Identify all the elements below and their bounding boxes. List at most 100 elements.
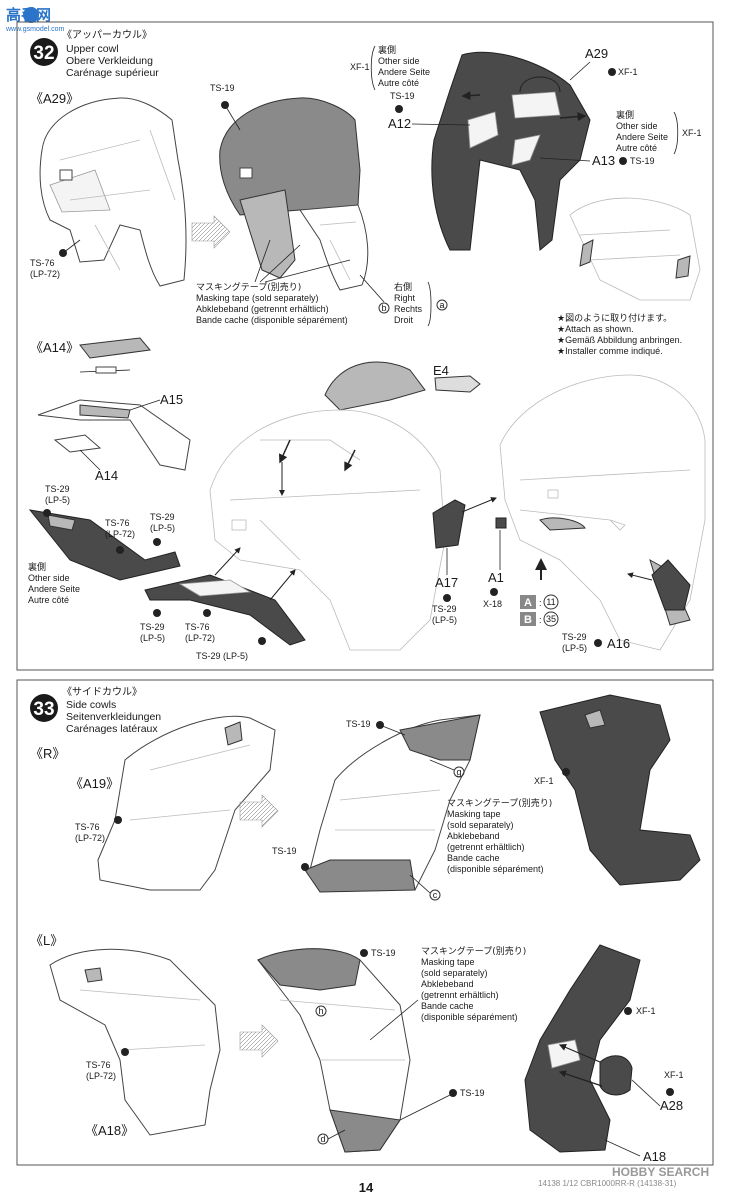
paint-lp72-l: (LP-72) <box>86 1071 116 1081</box>
reference-a-11: A : 11 <box>520 594 559 610</box>
other-side-1-de: Andere Seite <box>378 67 430 77</box>
masking-l-en2: (sold separately) <box>421 968 488 978</box>
step32-title-jp: 《アッパーカウル》 <box>62 29 152 41</box>
paint-ts19-r-top: TS-19 <box>346 719 371 729</box>
side-cowl-right-inner <box>539 694 701 886</box>
step32-title-en: Upper cowl <box>66 43 119 55</box>
upper-cowl-painted <box>219 97 369 291</box>
masking-r-en2: (sold separately) <box>447 820 514 830</box>
reference-b-35: B : 35 <box>520 611 559 627</box>
letter-a: a <box>439 300 444 310</box>
ghost-fairing-top <box>569 197 701 301</box>
part-label-a29: A29 <box>585 46 608 61</box>
part-label-a13: A13 <box>592 153 615 168</box>
paint-xf1-b: XF-1 <box>618 67 638 77</box>
right-de: Rechts <box>394 304 423 314</box>
masking-r-en1: Masking tape <box>447 809 501 819</box>
part-label-a12: A12 <box>388 116 411 131</box>
step32-frame <box>16 21 714 671</box>
right-jp: 右側 <box>394 281 412 293</box>
other-side-note-2: 裏側 Other side Andere Seite Autre côté XF… <box>616 109 702 155</box>
logo-url: www.gsmodel.com <box>5 26 65 33</box>
part-label-a1: A1 <box>488 570 504 585</box>
other-side-2-de: Andere Seite <box>616 132 668 142</box>
step32-title-de: Obere Verkleidung <box>66 55 153 67</box>
masking-r-de1: Abklebeband <box>447 831 500 841</box>
paint-lp5-b: (LP-5) <box>150 523 175 533</box>
masking-l-fr1: Bande cache <box>421 1001 474 1011</box>
masking-jp: マスキングテープ(別売り) <box>196 281 301 293</box>
side-cowl-left-painted <box>257 948 411 1153</box>
step32-title-fr: Carénage supérieur <box>66 67 159 79</box>
paint-ts19-a12: TS-19 <box>390 91 415 101</box>
other-side-1-en: Other side <box>378 56 420 66</box>
watermark: HOBBY SEARCH <box>612 1165 709 1179</box>
paint-ts19-l-top: TS-19 <box>371 948 396 958</box>
a1-part <box>495 517 507 529</box>
part-label-a14-group: 《A14》 <box>30 340 79 355</box>
paint-ts29-a: TS-29 <box>45 484 70 494</box>
part-label-e4: E4 <box>433 363 449 378</box>
a15-part <box>37 399 191 471</box>
step32-number-badge <box>30 38 58 66</box>
upper-cowl-assembly <box>209 409 446 651</box>
paint-x18: X-18 <box>483 599 502 609</box>
masking-fr: Bande cache (disponible séparément) <box>196 315 348 325</box>
paint-ts76-c: TS-76 <box>185 622 210 632</box>
masking-tape-note-l: マスキングテープ(別売り) Masking tape (sold separat… <box>369 945 526 1041</box>
right-marker: 《R》 <box>30 746 65 761</box>
direction-arrow-2 <box>239 794 279 828</box>
inner-cowl-a29 <box>431 51 591 251</box>
masking-en: Masking tape (sold separately) <box>196 293 319 303</box>
svg-text::: : <box>539 598 542 608</box>
right-side-note: 右側 Right Rechts Droit a <box>394 281 448 327</box>
right-en: Right <box>394 293 416 303</box>
direction-arrow-3 <box>239 1024 279 1058</box>
masking-r-jp: マスキングテープ(別売り) <box>447 797 552 809</box>
ref-b-step: 35 <box>546 614 556 624</box>
a28-part <box>599 1055 633 1096</box>
other-side-2-fr: Autre côté <box>616 143 657 153</box>
paint-ts29-e: TS-29 <box>432 604 457 614</box>
paint-xf1-l-a: XF-1 <box>636 1006 656 1016</box>
windscreen-e4 <box>324 361 481 411</box>
masking-r-fr2: (disponible séparément) <box>447 864 544 874</box>
masking-l-en1: Masking tape <box>421 957 475 967</box>
other-side-3-en: Other side <box>28 573 70 583</box>
paint-xf1-l-b: XF-1 <box>664 1070 684 1080</box>
paint-lp72-b: (LP-72) <box>105 529 135 539</box>
attach-fr: ★Installer comme indiqué. <box>557 346 663 356</box>
paint-ts76-b: TS-76 <box>105 518 130 528</box>
letter-b-circle <box>378 302 390 314</box>
footer-code: 14138 1/12 CBR1000RR-R (14138-31) <box>538 1179 677 1188</box>
site-logo: 高手网 www.gsmodel.com <box>5 6 65 33</box>
other-side-1-jp: 裏側 <box>378 44 396 56</box>
right-fr: Droit <box>394 315 414 325</box>
a14-part <box>53 434 102 453</box>
step33-title-de: Seitenverkleidungen <box>66 711 161 723</box>
left-marker: 《L》 <box>30 933 63 948</box>
masking-r-fr1: Bande cache <box>447 853 500 863</box>
letter-h: h <box>318 1006 323 1016</box>
step33-title-en: Side cowls <box>66 699 116 711</box>
part-label-a19: 《A19》 <box>70 776 119 791</box>
part-label-a18: A18 <box>643 1149 666 1164</box>
paint-lp72-c: (LP-72) <box>185 633 215 643</box>
paint-ts19-r-bottom: TS-19 <box>272 846 297 856</box>
upper-cowl-unpainted <box>39 97 187 287</box>
letter-d: d <box>320 1134 325 1144</box>
paint-ts19-upper: TS-19 <box>210 83 235 93</box>
lower-cowl-right <box>144 574 306 646</box>
paint-ts19-a13: TS-19 <box>630 156 655 166</box>
paint-ts29-f: TS-29 <box>562 632 587 642</box>
part-label-a16: A16 <box>607 636 630 651</box>
other-side-3-jp: 裏側 <box>28 561 46 573</box>
side-cowl-right-painted <box>304 714 481 893</box>
attach-en: ★Attach as shown. <box>557 324 634 334</box>
paint-ts76-upper: TS-76 <box>30 258 55 268</box>
masking-tape-note-r: マスキングテープ(別売り) Masking tape (sold separat… <box>447 797 552 874</box>
paint-lp5-c: (LP-5) <box>140 633 165 643</box>
part-label-a29-group: 《A29》 <box>30 91 79 106</box>
ref-b-letter: B <box>524 614 532 626</box>
